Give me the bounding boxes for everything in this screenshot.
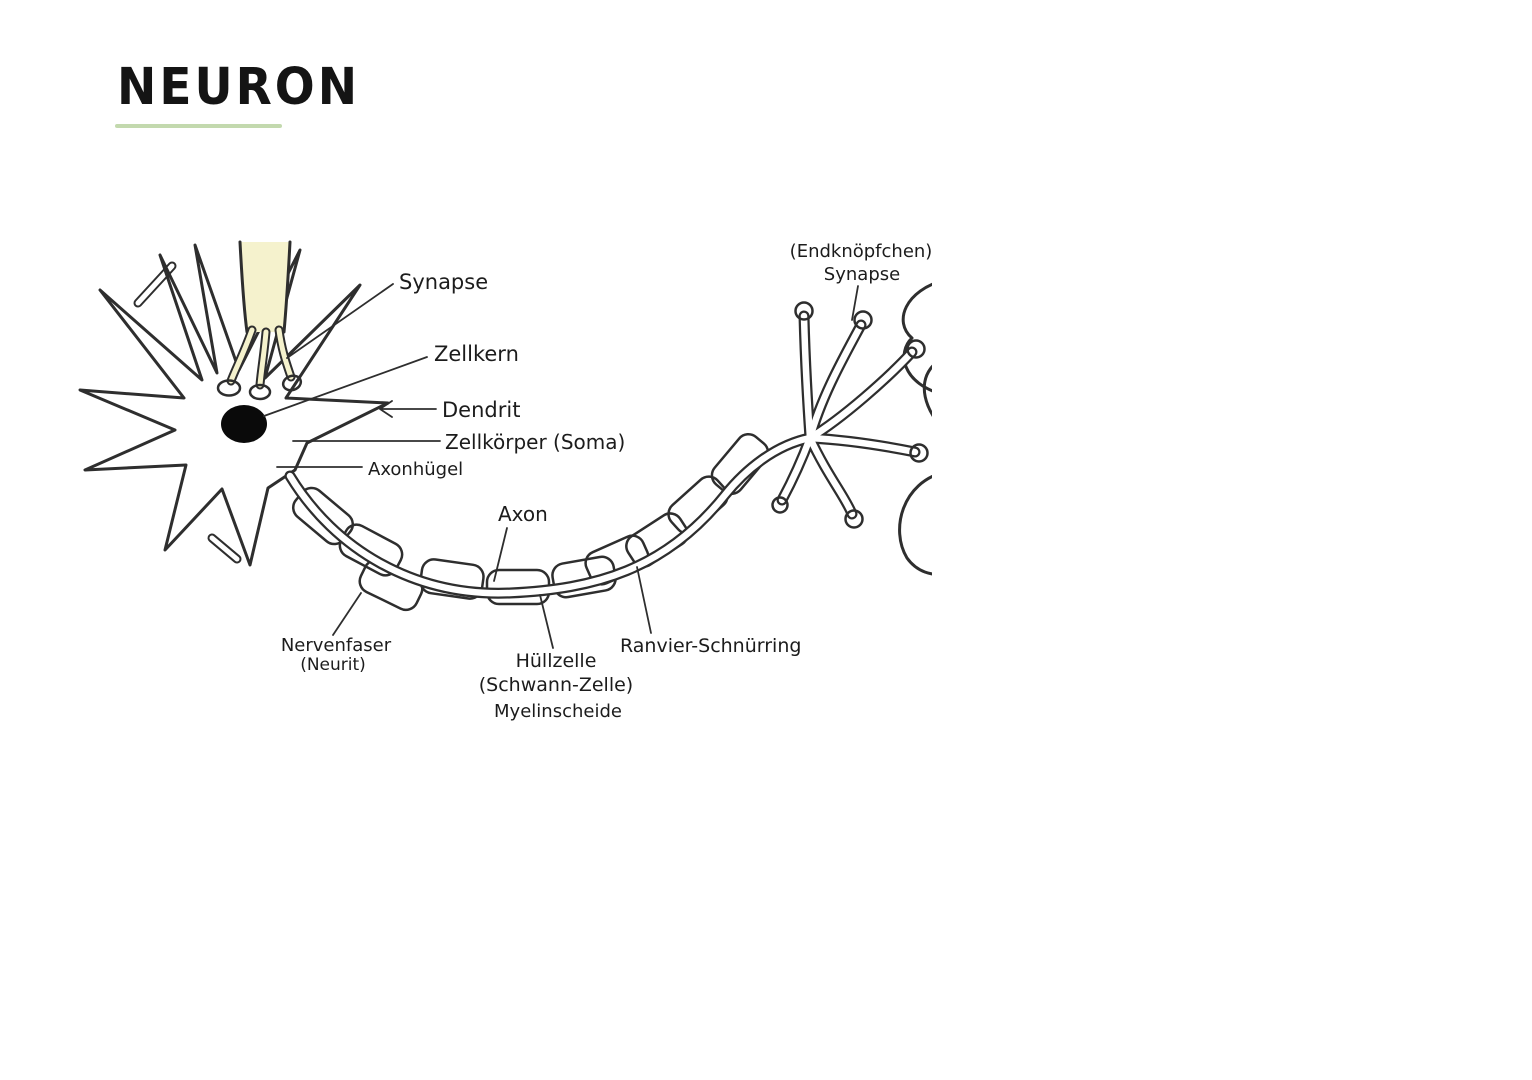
leader-lines [263, 283, 859, 649]
synapse-end-foot [216, 379, 242, 397]
label-axonhuegel: Axonhügel [368, 459, 463, 480]
label-axon: Axon [498, 502, 548, 526]
synapse-stalk [240, 242, 290, 332]
label-ranvier: Ranvier-Schnürring [620, 635, 801, 657]
terminal-branch-core [806, 321, 865, 442]
myelin-segment [710, 432, 770, 496]
end-bulb [853, 310, 873, 330]
end-bulb [906, 339, 926, 359]
diagram-labels: Synapse Zellkern Dendrit Zellkörper (Som… [281, 241, 932, 722]
target-cells [898, 282, 932, 576]
leader-dendrit [379, 400, 437, 418]
label-endknoepfchen-sub: Synapse [824, 264, 900, 285]
terminal-branch-core [800, 312, 814, 442]
end-bulb [844, 509, 864, 529]
axon-core [286, 434, 814, 597]
nucleus [221, 405, 267, 443]
page-title: NEURON [117, 57, 361, 118]
synapse-branch-core [257, 329, 269, 388]
synapse-stalk-edge [282, 240, 292, 334]
axon-terminal-core [286, 312, 919, 597]
end-bulb [794, 301, 814, 321]
target-cell-shape [898, 475, 932, 576]
end-bulb [909, 443, 929, 463]
terminal-branch-core [806, 348, 916, 442]
leader-synapse [286, 283, 394, 359]
leader-zellkern [263, 356, 428, 417]
synapse-end-foot [248, 383, 272, 401]
label-myelinscheide: Myelinscheide [494, 701, 622, 722]
synapse-branch-core [228, 327, 255, 384]
synapse-branch-core [276, 327, 294, 380]
label-zellkern: Zellkern [434, 342, 519, 366]
leader-ranvier [636, 566, 652, 634]
title-underline [115, 124, 282, 128]
soma-outline [78, 243, 390, 567]
leader-axon [493, 527, 508, 582]
leader-nervenfaser [332, 592, 362, 636]
end-bulbs [771, 301, 929, 529]
dendrite-fork [209, 535, 240, 562]
label-endknoepfchen: (Endknöpfchen) [790, 241, 933, 262]
soma-dendrites [78, 243, 390, 567]
terminal-branch-core [806, 434, 856, 518]
terminal-branch-core [806, 434, 919, 456]
terminal-branch-core [778, 434, 814, 504]
label-synapse: Synapse [399, 270, 488, 294]
label-zellkoerper: Zellkörper (Soma) [445, 430, 625, 454]
myelin-segment [419, 558, 485, 600]
end-bulb [771, 496, 789, 514]
label-nervenfaser: Nervenfaser [281, 635, 392, 656]
leader-huellzelle [539, 594, 554, 649]
synapse-stalk-edge [238, 240, 249, 334]
target-cell-shape [922, 364, 932, 417]
incoming-synapse [216, 240, 303, 401]
label-huellzelle-sub: (Schwann-Zelle) [479, 674, 633, 696]
label-dendrit: Dendrit [442, 398, 520, 422]
label-huellzelle: Hüllzelle [516, 650, 597, 672]
label-nervenfaser-sub: (Neurit) [300, 655, 366, 675]
leader-endknoepfchen [851, 285, 859, 321]
synapse-end-foot [281, 374, 303, 392]
target-cell-shape [901, 282, 932, 393]
